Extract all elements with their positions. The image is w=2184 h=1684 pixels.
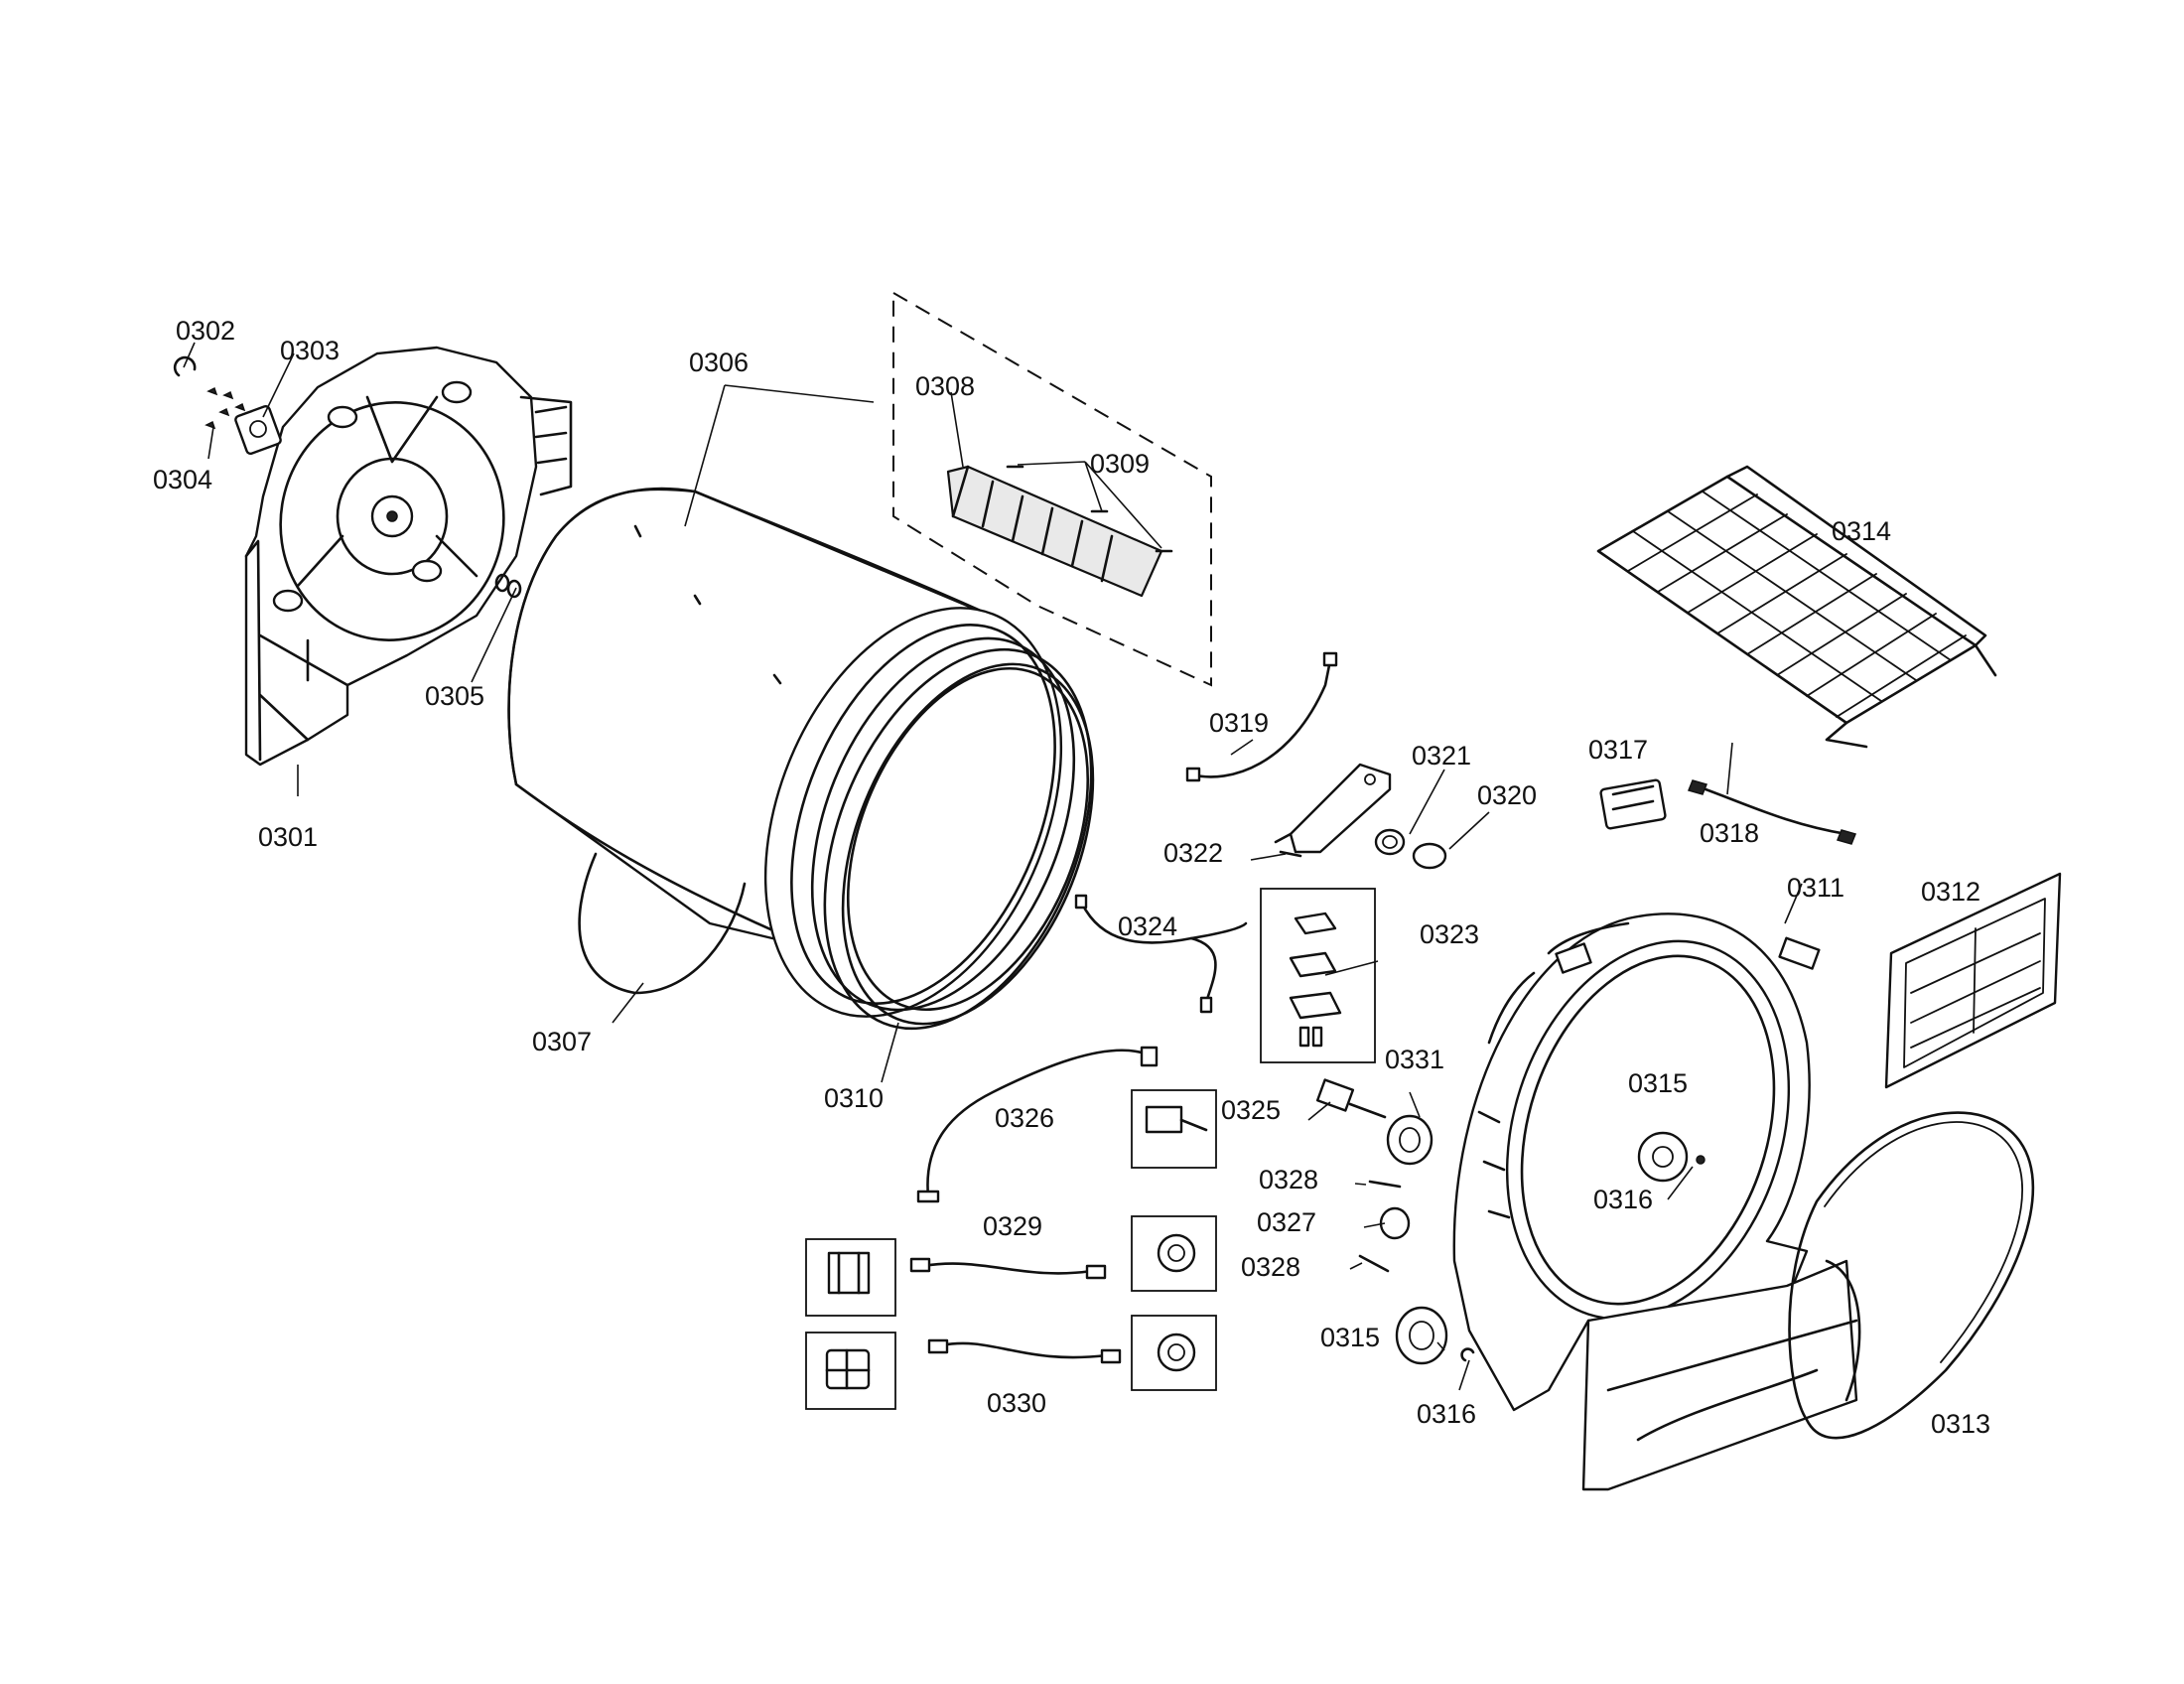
switch-box-upper	[805, 1238, 896, 1317]
part-thermostat-set	[1289, 912, 1342, 1048]
label-0313: 0313	[1931, 1409, 1990, 1439]
label-0309: 0309	[1090, 449, 1150, 479]
label-0324: 0324	[1118, 912, 1177, 941]
label-0328-lower: 0328	[1241, 1252, 1300, 1282]
switch-box-lower	[805, 1332, 896, 1410]
part-power-cord	[1696, 784, 1848, 836]
label-0329: 0329	[983, 1211, 1042, 1241]
part-wire-harness-upper	[1189, 658, 1332, 778]
label-0303: 0303	[280, 336, 340, 365]
label-0305: 0305	[425, 681, 484, 711]
part-front-seal	[823, 647, 1095, 1031]
label-0307: 0307	[532, 1027, 592, 1056]
part-front-roller	[1395, 1306, 1475, 1365]
label-0310: 0310	[824, 1083, 884, 1113]
part-roller	[1386, 1114, 1433, 1166]
label-0322: 0322	[1163, 838, 1223, 868]
label-0308: 0308	[915, 371, 975, 401]
part-baffle	[946, 465, 1163, 598]
part-clip-and-bearing	[173, 355, 282, 456]
label-0326: 0326	[995, 1103, 1054, 1133]
part-thermostat-c	[1157, 1333, 1196, 1372]
label-0320: 0320	[1477, 780, 1537, 810]
label-0317: 0317	[1588, 735, 1648, 765]
part-sensor-plug	[1412, 842, 1447, 870]
label-0318: 0318	[1700, 818, 1759, 848]
part-thermostat-b	[1157, 1233, 1196, 1273]
part-wire-harness-lower	[926, 1049, 1144, 1198]
label-0311: 0311	[1787, 873, 1844, 903]
part-large-belt	[1788, 1111, 2035, 1440]
label-0306: 0306	[689, 348, 749, 377]
part-thermostat-a	[1145, 1105, 1208, 1134]
label-0328-upper: 0328	[1259, 1165, 1318, 1194]
part-drying-rack	[1596, 465, 1997, 749]
label-0321: 0321	[1412, 741, 1471, 771]
part-lint-filter	[1884, 872, 2062, 1089]
label-0316-upper: 0316	[1593, 1185, 1653, 1214]
part-front-bulkhead	[1452, 912, 1821, 1412]
part-drum	[507, 487, 1090, 1018]
label-0323: 0323	[1420, 919, 1479, 949]
label-0304: 0304	[153, 465, 212, 494]
label-0302: 0302	[176, 316, 235, 346]
part-screw-lower	[1358, 1254, 1390, 1273]
label-0325: 0325	[1221, 1095, 1281, 1125]
label-0315-upper: 0315	[1628, 1068, 1688, 1098]
part-door-switch	[827, 1251, 871, 1295]
part-sensor-bracket	[1274, 763, 1392, 858]
label-0314: 0314	[1832, 516, 1891, 546]
thermostat-box-upper	[1131, 1089, 1217, 1169]
leader-lines	[183, 342, 1803, 1391]
part-thermistor	[1315, 1078, 1387, 1119]
label-0330: 0330	[987, 1388, 1046, 1418]
part-washer	[494, 573, 522, 599]
part-terminal-block	[1599, 778, 1667, 830]
label-0327: 0327	[1257, 1207, 1316, 1237]
part-lint-duct	[1581, 1259, 1861, 1491]
label-0315-lower: 0315	[1320, 1323, 1380, 1352]
part-sensor-cap	[1374, 828, 1406, 856]
label-0316-lower: 0316	[1417, 1399, 1476, 1429]
thermostat-box-middle	[1131, 1215, 1217, 1292]
label-0312: 0312	[1921, 877, 1980, 907]
part-baffle-screws	[1006, 465, 1173, 553]
part-roller-axle	[1379, 1206, 1411, 1240]
part-rear-bulkhead	[244, 346, 573, 767]
thermostat-group-box	[1260, 888, 1376, 1063]
part-door-lock	[825, 1348, 871, 1390]
part-labels: 0302 0303 0304 0305 0301 0306 0307 0308 …	[153, 316, 1990, 1439]
part-harness-0329	[921, 1262, 1094, 1275]
label-0319: 0319	[1209, 708, 1269, 738]
part-screw-upper	[1368, 1180, 1402, 1189]
label-0301: 0301	[258, 822, 318, 852]
label-0331: 0331	[1385, 1045, 1444, 1074]
part-harness-0330	[939, 1341, 1109, 1359]
thermostat-box-lower	[1131, 1315, 1217, 1391]
